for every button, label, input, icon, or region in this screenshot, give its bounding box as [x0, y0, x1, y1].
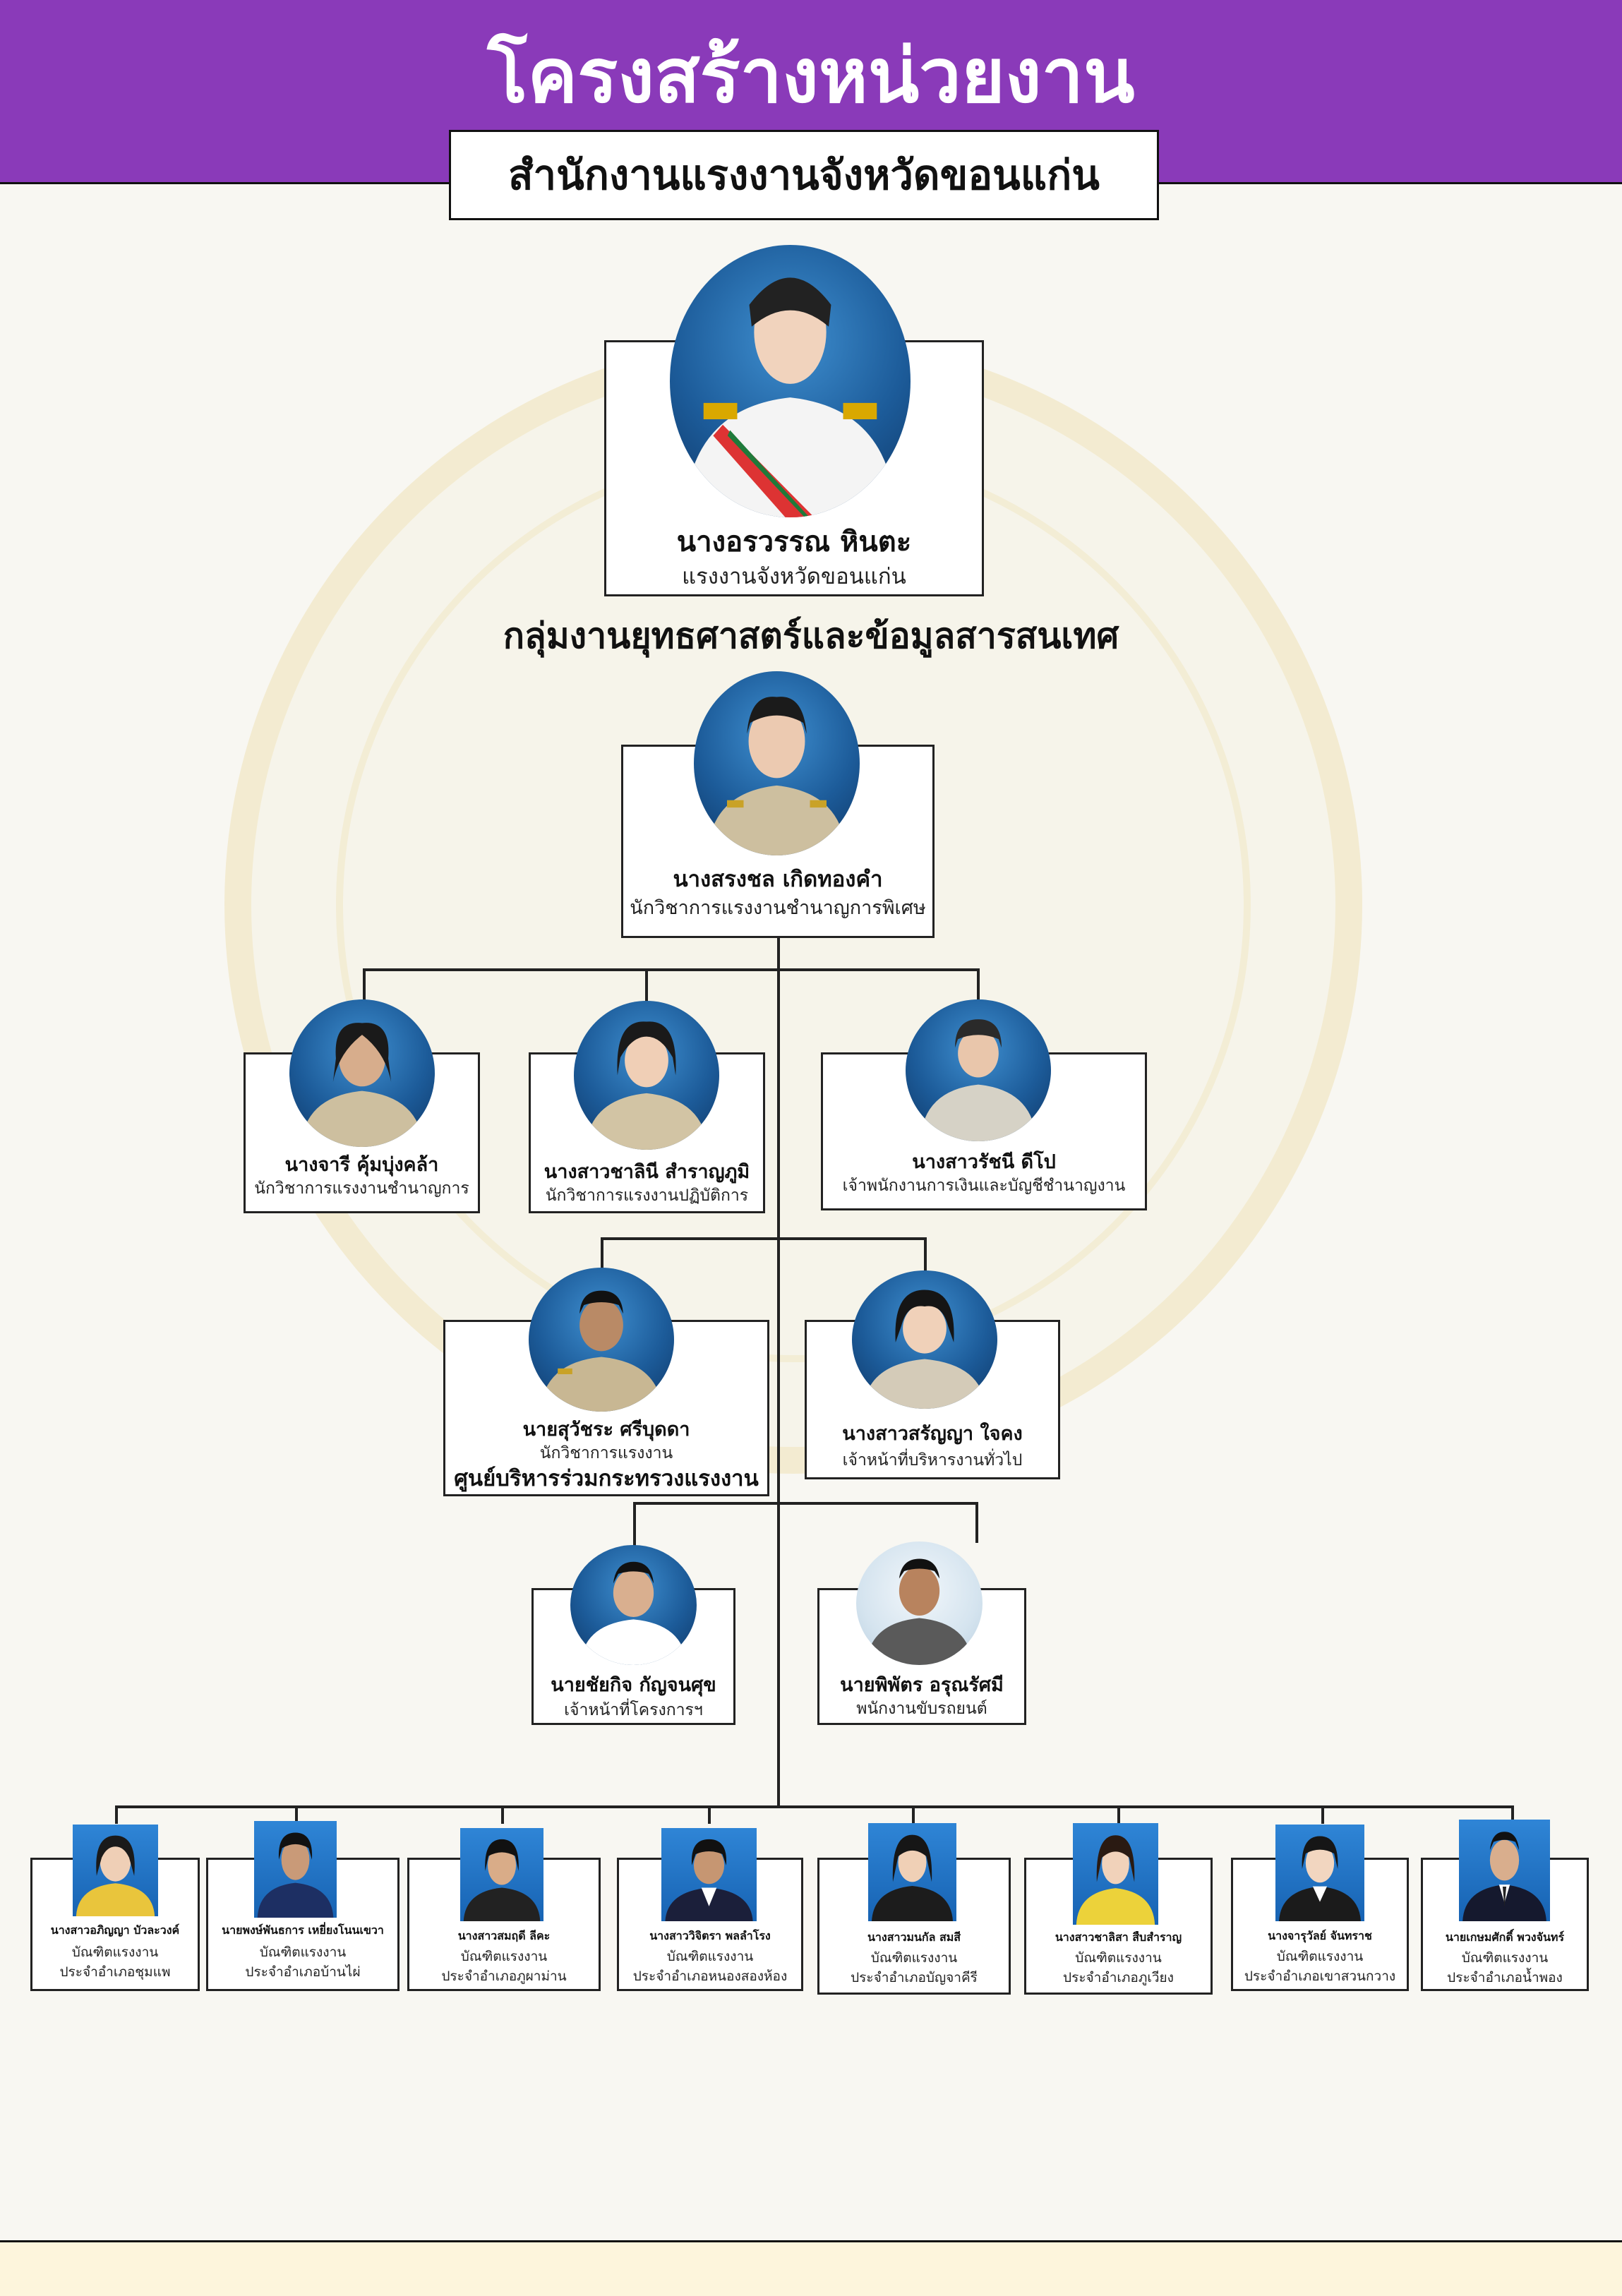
- connector-row3-right: [975, 1502, 978, 1543]
- person-district: ประจำอำเภอหนองสองห้อง: [632, 1969, 788, 1984]
- person-role: เจ้าพนักงานการเงินและบัญชีชำนาญงาน: [842, 1177, 1126, 1195]
- person-role: บัณฑิตแรงงาน: [666, 1949, 754, 1964]
- card-row4-2: นายพงษ์พันธการ เหยี่ยงโนนเขวา บัณฑิตแรงง…: [206, 1858, 400, 1991]
- person-name: นางอรวรรณ หินตะ: [676, 526, 912, 558]
- person-name: นางสาวรัชนี ดีโป: [912, 1151, 1056, 1173]
- connector-trunk: [777, 936, 780, 1808]
- connector-row4-tick: [1511, 1805, 1514, 1824]
- person-district: ประจำอำเภอบ้านไผ่: [245, 1964, 361, 1980]
- row4-1-photo: [73, 1825, 158, 1916]
- page-title: โครงสร้างหน่วยงาน: [487, 32, 1135, 119]
- person-name: นางสรงชล เกิดทองคำ: [673, 867, 883, 892]
- connector-row4-tick: [1321, 1805, 1324, 1824]
- head-photo: [670, 245, 911, 517]
- connector-row2-right: [924, 1237, 927, 1271]
- person-name: นายชัยกิจ กัญจนศุข: [551, 1674, 716, 1696]
- person-name: นางจารุวัลย์ จันทราช: [1268, 1929, 1372, 1942]
- row4-6-photo: [1073, 1823, 1158, 1925]
- row2-2-photo: [852, 1270, 997, 1409]
- person-role: บัณฑิตแรงงาน: [71, 1945, 159, 1960]
- connector-row4-tick: [115, 1805, 118, 1824]
- row2-1-photo: [529, 1268, 674, 1412]
- unit-name: ศูนย์บริหารร่วมกระทรวงแรงงาน: [454, 1466, 759, 1491]
- row1-3-photo: [906, 999, 1051, 1141]
- person-district: ประจำอำเภอภูผาม่าน: [441, 1969, 567, 1984]
- person-name: นายสุวัชระ ศรีบุดดา: [522, 1419, 690, 1441]
- card-row4-1: นางสาวอภิญญา บัวละวงค์ บัณฑิตแรงงาน ประจ…: [30, 1858, 200, 1991]
- person-district: ประจำอำเภอเขาสวนกวาง: [1244, 1969, 1396, 1984]
- person-role: บัณฑิตแรงงาน: [259, 1945, 347, 1960]
- row4-8-photo: [1459, 1820, 1550, 1921]
- connector-row4-tick: [912, 1805, 915, 1824]
- row4-2-photo: [254, 1821, 337, 1918]
- connector-row1-bar: [363, 968, 980, 971]
- connector-row4-bar: [115, 1805, 1514, 1808]
- row3-1-photo: [570, 1545, 697, 1665]
- person-name: นางสาววิจิตรา พลลำโรง: [649, 1929, 771, 1942]
- person-role: บัณฑิตแรงงาน: [1276, 1949, 1364, 1964]
- person-role: นักวิชาการแรงงาน: [539, 1444, 673, 1462]
- person-name: นายเกษมศักดิ์ พวงจันทร์: [1445, 1930, 1565, 1944]
- footer-strip: [0, 2240, 1622, 2296]
- connector-row4-tick: [1117, 1805, 1120, 1824]
- section-title: กลุ่มงานยุทธศาสตร์และข้อมูลสารสนเทศ: [503, 615, 1119, 656]
- lead-photo: [694, 671, 860, 855]
- person-role: บัณฑิตแรงงาน: [460, 1949, 548, 1964]
- person-role: บัณฑิตแรงงาน: [1461, 1950, 1549, 1966]
- connector-row4-tick: [501, 1805, 504, 1824]
- person-name: นายพงษ์พันธการ เหยี่ยงโนนเขวา: [222, 1923, 384, 1937]
- person-name: นางสาวสมฤดี ลีคะ: [457, 1929, 551, 1942]
- row4-7-photo: [1275, 1825, 1364, 1921]
- person-district: ประจำอำเภอน้ำพอง: [1447, 1970, 1563, 1985]
- person-role: บัณฑิตแรงงาน: [1075, 1950, 1162, 1966]
- person-name: นางจารี คุ้มบุ่งคล้า: [284, 1154, 439, 1176]
- person-role: พนักงานขับรถยนต์: [856, 1700, 987, 1718]
- connector-row3-bar: [633, 1502, 978, 1505]
- connector-row4-tick: [708, 1805, 711, 1824]
- connector-row2-left: [601, 1237, 603, 1268]
- person-name: นางสาวมนกัล สมสี: [867, 1930, 961, 1944]
- row4-3-photo: [460, 1828, 543, 1921]
- connector-row1-right: [977, 968, 980, 1004]
- row3-2-photo: [856, 1541, 983, 1665]
- person-role: เจ้าหน้าที่บริหารงานทั่วไป: [842, 1451, 1023, 1469]
- row4-5-photo: [868, 1823, 956, 1921]
- person-district: ประจำอำเภอภูเวียง: [1063, 1970, 1174, 1985]
- person-district: ประจำอำเภอชุมแพ: [59, 1964, 171, 1980]
- row1-2-photo: [574, 1001, 719, 1150]
- row4-4-photo: [661, 1828, 757, 1921]
- connector-row3-left: [633, 1502, 636, 1546]
- person-name: นางสาวชาลิสา สืบสำราญ: [1055, 1930, 1182, 1944]
- person-name: นางสาวสรัญญา ใจคง: [842, 1423, 1023, 1445]
- person-role: นักวิชาการแรงงานปฏิบัติการ: [545, 1186, 749, 1205]
- connector-row4-tick: [295, 1805, 298, 1822]
- person-district: ประจำอำเภอบัญจาคีรี: [851, 1970, 978, 1985]
- person-role: นักวิชาการแรงงานชำนาญการ: [254, 1179, 469, 1198]
- person-name: นายพิพัตร อรุณรัศมี: [840, 1674, 1004, 1696]
- row1-1-photo: [289, 999, 435, 1147]
- connector-row1-mid: [645, 968, 648, 1004]
- person-name: นางสาวอภิญญา บัวละวงค์: [50, 1923, 180, 1937]
- office-name: สำนักงานแรงงานจังหวัดขอนแก่น: [449, 130, 1159, 220]
- person-name: นางสาวชาลินี สำราญภูมิ: [543, 1161, 750, 1183]
- person-role: บัณฑิตแรงงาน: [870, 1950, 958, 1966]
- person-role: นักวิชาการแรงงานชำนาญการพิเศษ: [630, 897, 926, 919]
- person-role: แรงงานจังหวัดขอนแก่น: [682, 564, 906, 589]
- person-role: เจ้าหน้าที่โครงการฯ: [564, 1701, 703, 1719]
- connector-row2-bar: [601, 1237, 927, 1240]
